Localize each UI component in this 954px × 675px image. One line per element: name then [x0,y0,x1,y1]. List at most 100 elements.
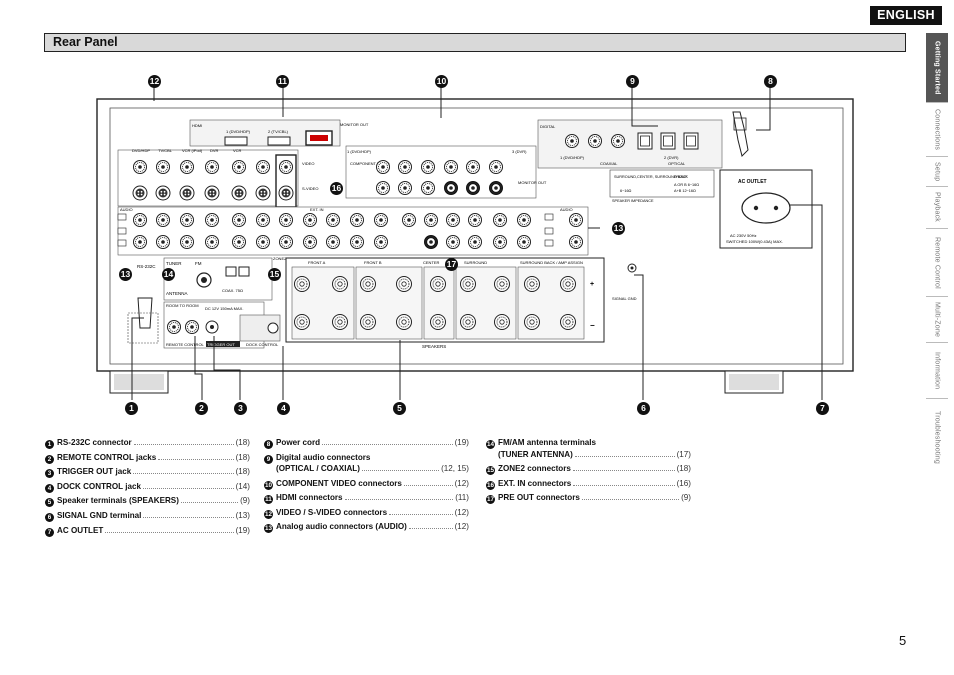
legend-label: FM/AM antenna terminals [498,438,597,447]
side-tab-multi-zone[interactable]: Multi-Zone [926,297,948,343]
side-tab-label: Remote Control [933,236,941,289]
svg-text:DOCK CONTROL: DOCK CONTROL [246,342,279,347]
callout-7: 7 [816,402,829,415]
legend-item: 7 AC OUTLET (19) [45,526,250,537]
legend-item: 14 FM/AM antenna terminals [486,438,691,449]
legend-number: 11 [264,495,273,504]
side-tab-playback[interactable]: Playback [926,187,948,229]
page-reference: (12) [454,522,469,531]
page-reference: (13) [235,511,250,520]
callout-9: 9 [626,75,639,88]
svg-text:AUDIO: AUDIO [560,207,573,212]
legend-number: 16 [486,481,495,490]
svg-text:FRONT: FRONT [674,175,688,179]
legend-label: COMPONENT VIDEO connectors [276,479,402,488]
legend-label: Digital audio connectors [276,453,371,462]
svg-text:DIGITAL: DIGITAL [540,124,556,129]
leader-dots [572,470,675,471]
page-reference: (17) [676,450,691,459]
legend-item: 16 EXT. IN connectors (16) [486,479,691,490]
leader-dots [344,499,454,500]
svg-text:AC 230V 50Hz: AC 230V 50Hz [730,233,756,238]
svg-text:COAXIAL: COAXIAL [600,161,618,166]
side-tab-troubleshooting[interactable]: Troubleshooting [926,399,948,475]
legend-number: 10 [264,481,273,490]
svg-text:VIDEO: VIDEO [302,161,314,166]
page-reference: (16) [676,479,691,488]
legend-item: 1 RS-232C connector (18) [45,438,250,449]
leader-dots [133,444,234,445]
side-tab-connections[interactable]: Connections [926,103,948,157]
svg-text:FRONT B: FRONT B [364,260,382,265]
callout-3: 3 [234,402,247,415]
legend-number: 14 [486,440,495,449]
svg-text:DVR: DVR [210,148,219,153]
legend-label: Analog audio connectors (AUDIO) [276,522,407,531]
legend-number: 3 [45,469,54,478]
side-tab-label: Connections [933,108,941,151]
svg-text:2 (DVR): 2 (DVR) [664,155,679,160]
side-tab-label: Troubleshooting [933,410,941,464]
legend-number: 13 [264,524,273,533]
svg-text:SPEAKERS: SPEAKERS [422,344,446,349]
svg-text:A+B 12~16Ω: A+B 12~16Ω [674,189,696,193]
svg-text:−: − [590,321,595,330]
svg-text:EXT. IN: EXT. IN [310,207,324,212]
leader-dots [574,456,675,457]
page-reference: (12) [454,508,469,517]
legend-item: 13 Analog audio connectors (AUDIO) (12) [264,522,469,533]
svg-text:DC 12V 150mA MAX.: DC 12V 150mA MAX. [205,306,243,311]
side-tab-information[interactable]: Information [926,343,948,399]
language-badge: ENGLISH [870,6,942,25]
leader-dots [133,473,234,474]
svg-text:SWITCHED 100W(0.43A) MAX.: SWITCHED 100W(0.43A) MAX. [726,239,783,244]
legend-item: 5 Speaker terminals (SPEAKERS) (9) [45,496,250,507]
svg-text:6~16Ω: 6~16Ω [620,189,632,193]
section-header: Rear Panel [44,33,906,52]
legend-item: 12 VIDEO / S-VIDEO connectors (12) [264,508,469,519]
page-reference: (18) [676,464,691,473]
legend-label: (OPTICAL / COAXIAL) [276,464,360,473]
callout-17: 17 [445,258,458,271]
callout-1: 1 [125,402,138,415]
side-navigation: Getting Started Connections Setup Playba… [926,33,948,475]
svg-text:1 (DVD/HDP): 1 (DVD/HDP) [560,155,585,160]
svg-text:2 (TV/CBL): 2 (TV/CBL) [268,129,289,134]
page-reference: (14) [235,482,250,491]
legend-item-continued: (TUNER ANTENNA) (17) [498,450,691,459]
svg-text:FRONT A: FRONT A [308,260,326,265]
legend-label: EXT. IN connectors [498,479,572,488]
svg-text:TRIGGER OUT: TRIGGER OUT [207,342,235,347]
legend-item: 2 REMOTE CONTROL jacks (18) [45,453,250,464]
page-reference: (12) [454,479,469,488]
leader-dots [143,517,234,518]
legend-label: SIGNAL GND terminal [57,511,142,520]
legend-number: 1 [45,440,54,449]
legend-number: 9 [264,455,273,464]
leader-dots [403,485,453,486]
legend-item: 15 ZONE2 connectors (18) [486,464,691,475]
side-tab-getting-started[interactable]: Getting Started [926,33,948,103]
legend-label: AC OUTLET [57,526,104,535]
callout-2: 2 [195,402,208,415]
svg-text:MONITOR OUT: MONITOR OUT [340,122,369,127]
page-number: 5 [899,633,907,648]
legend-label: PRE OUT connectors [498,493,580,502]
side-tab-setup[interactable]: Setup [926,157,948,187]
legend-label: HDMI connectors [276,493,343,502]
leader-dots [158,459,234,460]
side-tab-label: Playback [933,192,941,223]
speaker-terminals-bottom [294,314,576,330]
svg-text:OPTICAL: OPTICAL [668,161,686,166]
callout-13-left: 13 [119,268,132,281]
legend-number: 5 [45,498,54,507]
svg-text:+: + [590,281,594,288]
side-tab-remote-control[interactable]: Remote Control [926,229,948,297]
legend-item: 3 TRIGGER OUT jack (18) [45,467,250,478]
svg-text:A OR B 6~16Ω: A OR B 6~16Ω [674,183,699,187]
callout-8: 8 [764,75,777,88]
callout-14: 14 [162,268,175,281]
callout-5: 5 [393,402,406,415]
svg-text:AUDIO: AUDIO [120,207,133,212]
